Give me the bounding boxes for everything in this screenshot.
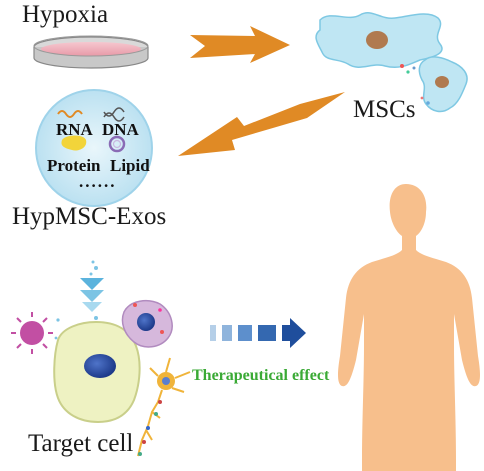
arrow-to-exosomes bbox=[178, 92, 345, 156]
target-cell-icon bbox=[53, 320, 141, 424]
msc-cell-small-icon bbox=[418, 56, 468, 113]
dna-label: DNA bbox=[102, 120, 139, 139]
lipid-label: Lipid bbox=[110, 156, 150, 175]
ellipsis-label: ...... bbox=[79, 172, 117, 191]
protein-label: Protein bbox=[47, 156, 101, 175]
human-body-icon bbox=[338, 184, 480, 471]
exosome-particles bbox=[80, 260, 104, 320]
virus-icon bbox=[11, 312, 60, 354]
therapy-arrow bbox=[210, 318, 306, 348]
arrow-to-mscs bbox=[190, 26, 290, 63]
hypmsc-exos-label: HypMSC-Exos bbox=[12, 203, 167, 230]
mscs-label: MSCs bbox=[353, 96, 416, 123]
target-cell-label: Target cell bbox=[28, 430, 134, 457]
hypoxia-label: Hypoxia bbox=[22, 1, 109, 28]
exosome-circle bbox=[35, 89, 153, 207]
therapeutical-effect-label: Therapeutical effect bbox=[192, 367, 330, 384]
msc-cell-icon bbox=[315, 12, 443, 74]
petri-dish-icon bbox=[33, 35, 149, 69]
immune-cell-icon bbox=[121, 299, 173, 348]
rna-label: RNA bbox=[56, 120, 93, 139]
neuron-icon bbox=[137, 357, 191, 457]
